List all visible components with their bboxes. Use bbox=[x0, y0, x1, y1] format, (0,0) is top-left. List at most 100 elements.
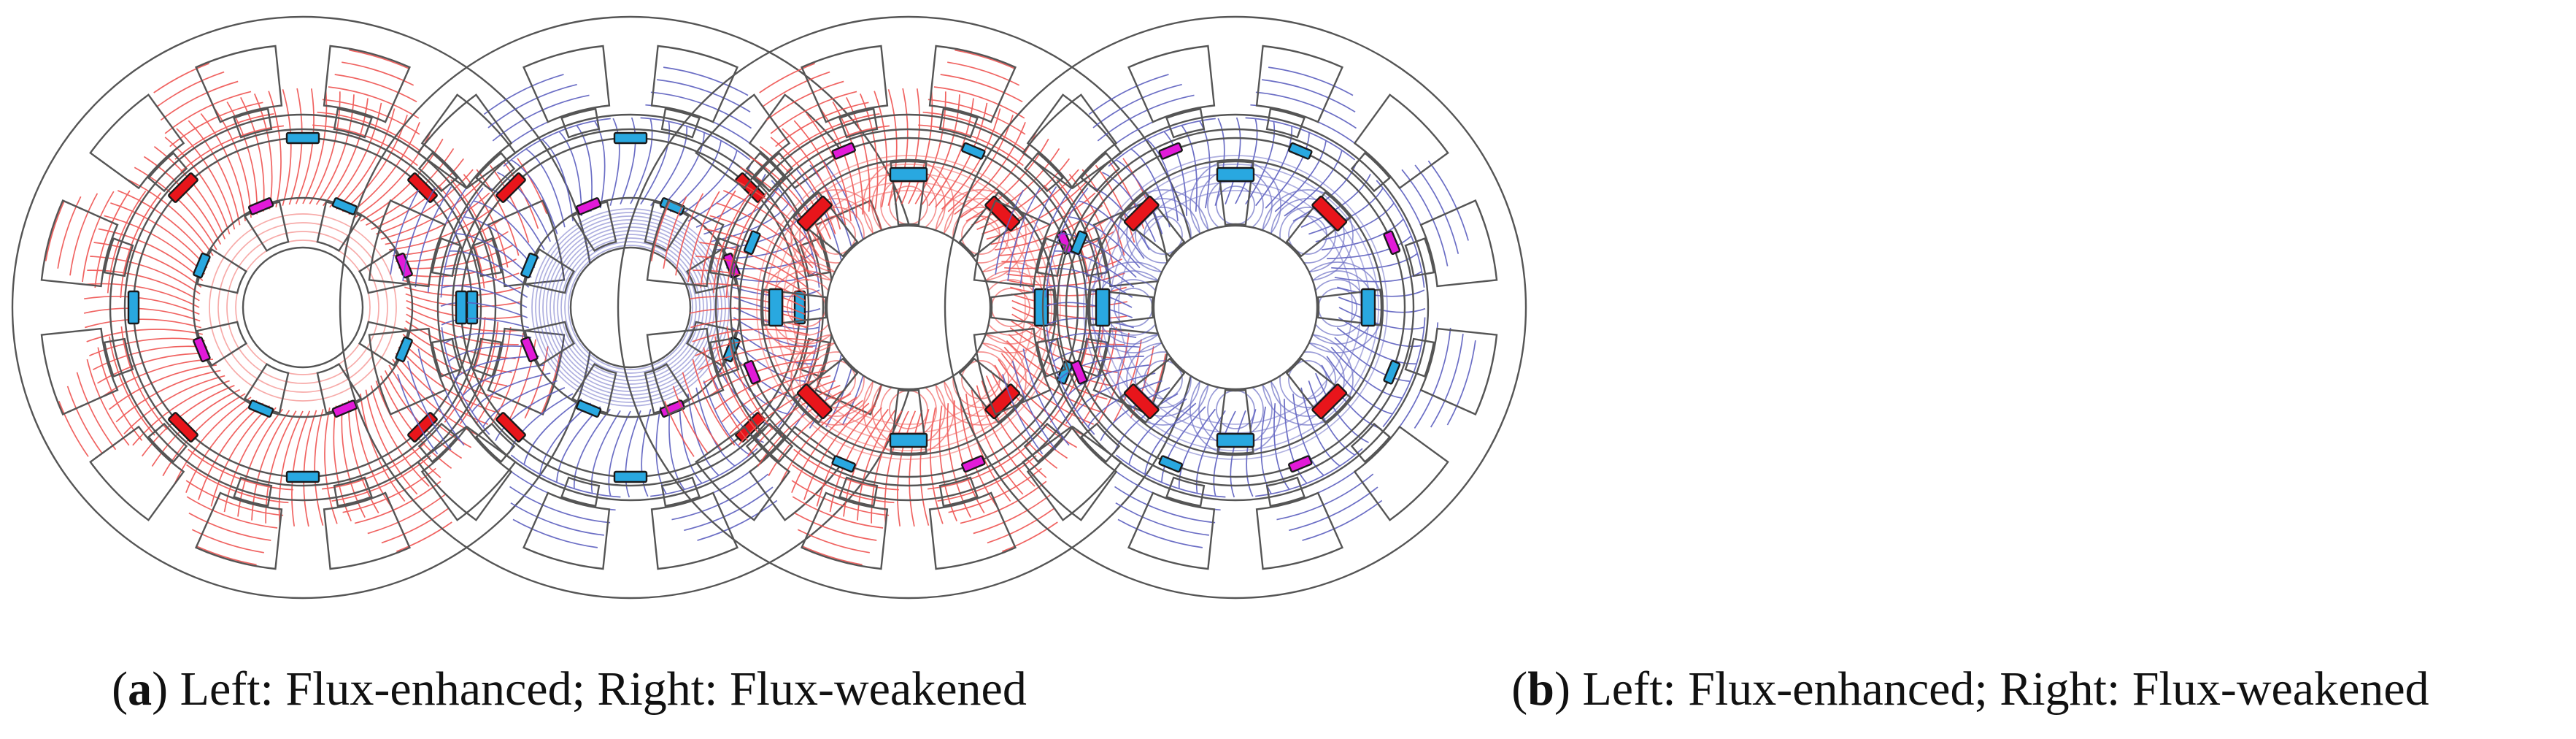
rotor-magnet bbox=[331, 399, 358, 418]
flux-line bbox=[142, 385, 235, 457]
stator-tooth bbox=[333, 476, 373, 508]
flux-line bbox=[730, 177, 820, 256]
flux-line bbox=[953, 400, 985, 513]
flux-line bbox=[897, 410, 917, 527]
stator-slot bbox=[646, 327, 725, 416]
stator-slot bbox=[1026, 93, 1122, 190]
flux-ring bbox=[531, 208, 730, 407]
flux-line bbox=[1284, 399, 1308, 484]
flux-line bbox=[770, 137, 836, 234]
stator-slot bbox=[1022, 425, 1118, 521]
flux-line bbox=[82, 191, 115, 283]
flux-line bbox=[986, 375, 1058, 469]
flux-line bbox=[1088, 74, 1169, 115]
flux-line bbox=[1327, 235, 1412, 259]
flux-line bbox=[1059, 356, 1144, 380]
flux-line bbox=[454, 356, 539, 380]
stator-slot bbox=[1022, 93, 1118, 190]
flux-line bbox=[200, 112, 246, 221]
flux-line bbox=[226, 102, 258, 215]
caption-a-text: Left: Flux-enhanced; Right: Flux-weakene… bbox=[180, 662, 1027, 716]
machines-layer bbox=[11, 15, 1527, 600]
flux-line bbox=[86, 329, 203, 342]
flux-line bbox=[1338, 296, 1426, 313]
flux-line bbox=[251, 410, 290, 521]
flux-line bbox=[1089, 185, 1150, 250]
flux-line bbox=[576, 125, 593, 212]
stator-slot bbox=[928, 491, 1017, 570]
rotor-magnet bbox=[1033, 288, 1049, 327]
flux-ring bbox=[560, 237, 701, 378]
flux-line bbox=[860, 93, 879, 210]
flux-line bbox=[107, 191, 147, 294]
flux-line bbox=[843, 408, 889, 517]
stator-magnet bbox=[407, 172, 438, 203]
flux-line bbox=[757, 388, 846, 467]
flux-line bbox=[792, 496, 884, 529]
rotor-magnet bbox=[1095, 288, 1111, 327]
flux-line bbox=[484, 185, 545, 250]
outer-circle bbox=[944, 15, 1527, 600]
stator-tooth bbox=[660, 107, 701, 139]
flux-line bbox=[143, 156, 222, 245]
flux-line bbox=[1022, 348, 1070, 446]
flux-line bbox=[174, 113, 274, 160]
flux-line bbox=[315, 94, 355, 205]
flux-line bbox=[947, 61, 1020, 86]
flux-line bbox=[1115, 502, 1209, 536]
flux-line bbox=[1114, 486, 1216, 524]
stator-tooth bbox=[1023, 422, 1065, 464]
flux-line bbox=[768, 393, 852, 477]
flux-line bbox=[1292, 394, 1324, 476]
rotor-magnet bbox=[331, 197, 358, 215]
flux-line bbox=[641, 409, 652, 497]
rotor-magnet bbox=[193, 252, 211, 279]
flux-line bbox=[791, 480, 890, 516]
flux-line bbox=[1181, 125, 1198, 212]
flux-loop bbox=[952, 207, 1009, 264]
flux-line bbox=[1002, 374, 1044, 455]
flux-line bbox=[1102, 172, 1156, 242]
flux-line bbox=[291, 410, 311, 527]
stator-tooth bbox=[709, 337, 740, 378]
stator-tooth bbox=[474, 422, 516, 464]
flux-line bbox=[186, 464, 289, 504]
flux-line bbox=[402, 187, 436, 281]
flux-line bbox=[1001, 231, 1114, 263]
stator-magnet bbox=[743, 230, 761, 255]
rotor-magnet bbox=[520, 252, 539, 279]
flux-line bbox=[375, 380, 441, 478]
flux-line bbox=[397, 374, 439, 455]
flux-line bbox=[523, 398, 582, 465]
flux-line bbox=[922, 111, 1025, 151]
flux-line bbox=[1338, 317, 1422, 348]
stator-tooth bbox=[103, 237, 134, 277]
stator-tooth bbox=[938, 476, 979, 508]
flux-line bbox=[698, 345, 813, 370]
flux-line bbox=[971, 389, 1024, 495]
flux-line bbox=[679, 150, 738, 217]
flux-line bbox=[268, 91, 282, 207]
rotor-magnet bbox=[796, 383, 833, 420]
flux-line bbox=[941, 108, 1001, 210]
flux-line bbox=[156, 71, 225, 107]
flux-line bbox=[349, 49, 409, 69]
flux-line bbox=[473, 200, 540, 259]
stator-magnet bbox=[168, 172, 198, 203]
flux-line bbox=[590, 410, 621, 494]
flux-line bbox=[323, 98, 369, 207]
flux-line bbox=[712, 191, 752, 294]
flux-line bbox=[973, 494, 1052, 535]
flux-line bbox=[406, 313, 519, 345]
stator-tooth bbox=[838, 107, 879, 139]
stator-slot bbox=[1419, 327, 1498, 416]
flux-line bbox=[328, 86, 420, 119]
stator-magnet bbox=[1383, 230, 1401, 255]
rotor-magnet bbox=[193, 336, 211, 363]
flux-line bbox=[739, 166, 823, 250]
shaft bbox=[825, 224, 992, 391]
flux-line bbox=[990, 370, 1068, 459]
rotor-tooth bbox=[990, 288, 1056, 326]
stator-tooth bbox=[752, 422, 794, 464]
flux-ring bbox=[209, 213, 397, 402]
